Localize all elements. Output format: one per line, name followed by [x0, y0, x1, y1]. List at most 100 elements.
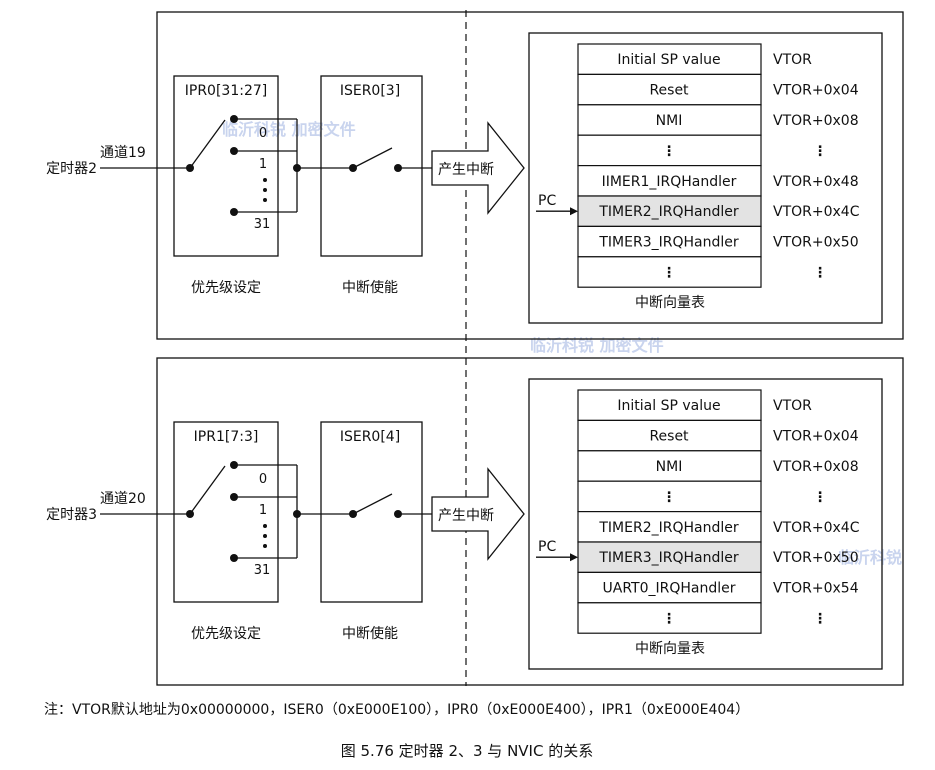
- ipr-box: [173, 421, 279, 603]
- footnote: 注：VTOR默认地址为0x00000000，ISER0（0xE000E100），…: [44, 702, 749, 718]
- channel-label: 通道19: [100, 145, 146, 161]
- vector-address: VTOR+0x08: [773, 459, 859, 475]
- vector-address: VTOR+0x50: [773, 550, 859, 566]
- interrupt-arrow: [431, 467, 525, 561]
- ipr-box: [173, 75, 279, 257]
- iser-label: ISER0[4]: [340, 429, 400, 445]
- ellipsis-dot: [263, 524, 267, 528]
- pc-label: PC: [538, 539, 556, 555]
- priority-switch-lever: [189, 465, 226, 515]
- ipr-label: IPR0[31:27]: [185, 83, 267, 99]
- vector-row: [577, 511, 762, 543]
- vector-address: VTOR+0x50: [773, 235, 859, 251]
- vector-address: VTOR+0x04: [773, 83, 859, 99]
- pc-pointer-arrowhead: [570, 553, 578, 562]
- vector-entry: Reset: [649, 429, 689, 445]
- bus-node: [293, 164, 301, 172]
- vector-row: [577, 389, 762, 421]
- priority-tick-31: 31: [254, 563, 271, 578]
- vector-address: VTOR+0x54: [773, 581, 859, 597]
- vector-entry: ⋮: [662, 265, 676, 281]
- vector-row: [577, 571, 762, 604]
- channel-label: 通道20: [100, 491, 146, 507]
- vector-row: [577, 134, 762, 167]
- vector-address: ⋮: [813, 143, 827, 159]
- timer-label: 定时器3: [46, 507, 97, 523]
- pc-label: PC: [538, 193, 556, 209]
- interrupt-arrow: [431, 121, 525, 215]
- vector-entry: UART0_IRQHandler: [603, 581, 736, 597]
- vector-address: VTOR: [773, 52, 812, 68]
- vector-row: [577, 256, 762, 288]
- priority-caption: 优先级设定: [191, 280, 261, 296]
- vector-entry: Initial SP value: [617, 398, 720, 414]
- priority-switch-lever: [189, 119, 226, 169]
- vector-address: ⋮: [813, 611, 827, 627]
- vector-row: [577, 419, 762, 452]
- iser-label: ISER0[3]: [340, 83, 400, 99]
- enable-caption: 中断使能: [342, 625, 398, 642]
- vector-row: [577, 450, 762, 482]
- ipr-label: IPR1[7:3]: [194, 429, 259, 445]
- panel-frame: [156, 357, 904, 686]
- ellipsis-dot: [263, 544, 267, 548]
- interrupt-arrow-label: 产生中断: [438, 508, 494, 524]
- watermark-text: 临沂科锐 加密文件: [222, 120, 356, 139]
- priority-caption: 优先级设定: [191, 626, 261, 642]
- vector-row: [577, 104, 762, 136]
- vector-entry: IIMER1_IRQHandler: [602, 174, 737, 190]
- vector-address: VTOR+0x08: [773, 113, 859, 129]
- vector-entry: Initial SP value: [617, 52, 720, 68]
- iser-box: [320, 421, 423, 603]
- vector-address: VTOR+0x4C: [773, 520, 860, 536]
- ellipsis-dot: [263, 178, 267, 182]
- priority-tick-0: 0: [259, 126, 267, 141]
- vector-row: [577, 73, 762, 106]
- priority-tick-1: 1: [259, 157, 267, 172]
- vector-entry: Reset: [649, 83, 689, 99]
- figure-caption: 图 5.76 定时器 2、3 与 NVIC 的关系: [341, 742, 593, 760]
- vector-entry: NMI: [656, 113, 683, 129]
- vector-row: [577, 43, 762, 75]
- iser-box: [320, 75, 423, 257]
- vector-address: VTOR+0x4C: [773, 204, 860, 220]
- vector-entry: NMI: [656, 459, 683, 475]
- vector-address: VTOR+0x48: [773, 174, 859, 190]
- vector-row: [577, 541, 762, 573]
- pc-pointer-arrowhead: [570, 207, 578, 216]
- vector-row: [577, 195, 762, 227]
- watermark-text: 临沂科锐: [838, 548, 902, 567]
- vector-table-caption: 中断向量表: [635, 295, 705, 311]
- priority-tick-31: 31: [254, 217, 271, 232]
- vector-entry: TIMER3_IRQHandler: [598, 550, 738, 566]
- ellipsis-dot: [263, 188, 267, 192]
- vector-address: ⋮: [813, 265, 827, 281]
- enable-caption: 中断使能: [342, 279, 398, 296]
- panel-frame: [156, 11, 904, 340]
- vector-row: [577, 602, 762, 634]
- vector-row: [577, 225, 762, 258]
- priority-tick-0: 0: [259, 472, 267, 487]
- vector-address: ⋮: [813, 489, 827, 505]
- bus-node: [293, 510, 301, 518]
- vector-table-frame: [528, 378, 883, 670]
- vector-entry: TIMER2_IRQHandler: [598, 520, 738, 536]
- timer-label: 定时器2: [46, 161, 97, 177]
- vector-entry: TIMER2_IRQHandler: [598, 204, 738, 220]
- interrupt-arrow-label: 产生中断: [438, 162, 494, 178]
- vector-address: VTOR: [773, 398, 812, 414]
- vector-table-caption: 中断向量表: [635, 641, 705, 657]
- enable-switch-lever: [352, 147, 393, 169]
- priority-tick-1: 1: [259, 503, 267, 518]
- vector-address: VTOR+0x04: [773, 429, 859, 445]
- vector-entry: ⋮: [662, 611, 676, 627]
- vector-row: [577, 165, 762, 197]
- vector-entry: TIMER3_IRQHandler: [598, 235, 738, 251]
- enable-switch-lever: [352, 493, 393, 515]
- watermark-text: 临沂科锐 加密文件: [530, 336, 664, 355]
- ellipsis-dot: [263, 198, 267, 202]
